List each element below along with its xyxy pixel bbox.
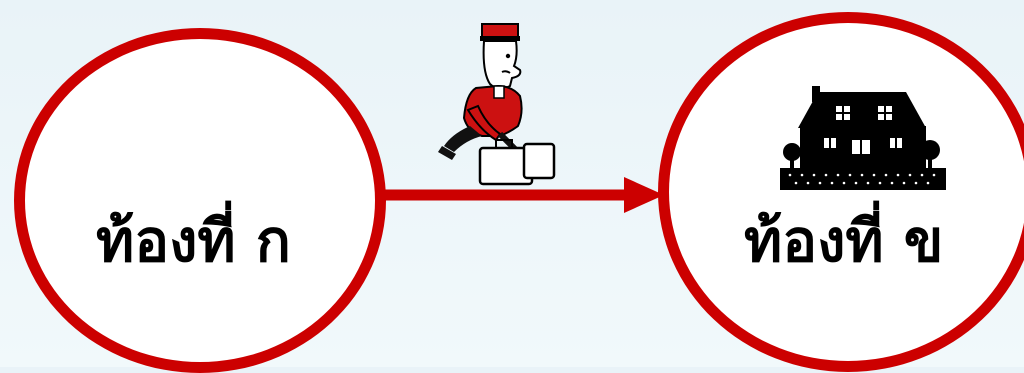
arrow-head [624, 177, 664, 213]
house-icon [780, 86, 946, 190]
porter-with-luggage-icon [438, 23, 556, 186]
origin-circle [14, 28, 386, 373]
destination-label: ท้องที่ ข [744, 207, 944, 275]
origin-label: ท้องที่ ก [96, 207, 291, 275]
destination-circle [658, 12, 1024, 372]
